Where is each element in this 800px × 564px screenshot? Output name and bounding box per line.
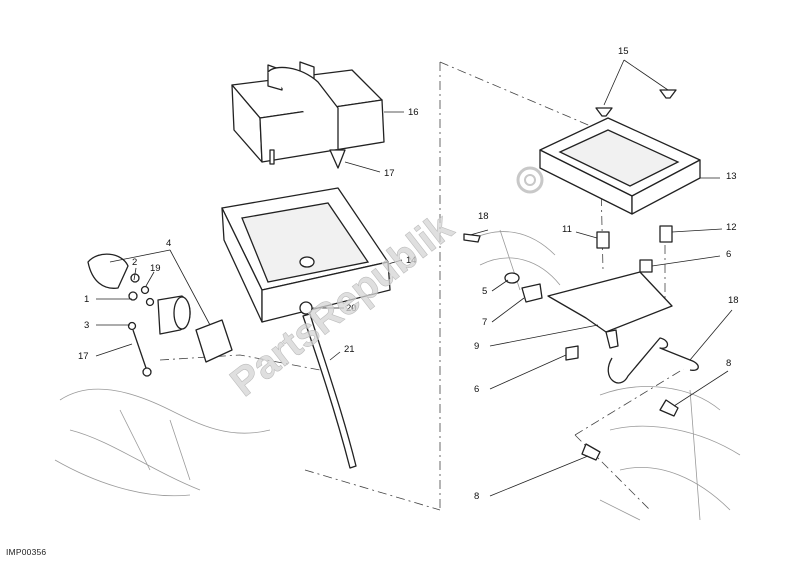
screw-lower xyxy=(581,443,601,461)
callout-9: 9 xyxy=(474,341,479,352)
callout-10-left: 11 xyxy=(562,224,572,235)
callout-15: 17 xyxy=(384,168,395,179)
callout-8-lower: 8 xyxy=(474,491,479,502)
spring-clip xyxy=(607,337,699,384)
callout-6-upper: 6 xyxy=(726,249,731,260)
callout-12: 14 xyxy=(406,255,417,266)
battery-tray xyxy=(221,187,391,323)
washers-and-nuts xyxy=(128,273,155,307)
rubber-mount-left xyxy=(596,231,610,249)
battery-strap xyxy=(267,66,346,169)
callout-3: 3 xyxy=(84,320,89,331)
callout-11: 13 xyxy=(726,171,737,182)
ground-cable xyxy=(127,321,152,377)
callout-13: 15 xyxy=(618,46,629,57)
callout-4: 4 xyxy=(166,238,171,249)
support-bracket xyxy=(547,271,673,349)
rubber-mount-right xyxy=(659,225,673,243)
callout-leaders xyxy=(95,59,733,497)
callout-7: 7 xyxy=(482,317,487,328)
callout-14: 16 xyxy=(408,107,419,118)
drawing-code: IMP00356 xyxy=(6,547,47,557)
callout-6-lower: 6 xyxy=(474,384,479,395)
callout-2: 2 xyxy=(132,257,137,268)
holder-screws xyxy=(595,89,677,117)
callout-labels: 16 17 14 20 21 15 13 12 11 6 18 5 7 9 6 … xyxy=(78,46,739,502)
callout-19: 19 xyxy=(150,263,161,274)
vent-hose xyxy=(302,313,357,469)
battery-holder xyxy=(539,117,701,215)
callout-17: 17 xyxy=(78,351,89,362)
screw-upper xyxy=(659,399,679,417)
relay-boot xyxy=(195,319,233,363)
callout-21: 21 xyxy=(344,344,355,355)
bushings-and-spacers xyxy=(463,233,653,361)
starter-cover xyxy=(87,253,129,289)
starter-relay xyxy=(157,295,191,335)
callout-18: 18 xyxy=(728,295,739,306)
watermark-gear-icon xyxy=(516,166,544,194)
callout-5: 5 xyxy=(482,286,487,297)
callout-1: 1 xyxy=(84,294,89,305)
callout-20: 20 xyxy=(346,303,357,314)
callout-16: 18 xyxy=(478,211,489,222)
callout-8-upper: 8 xyxy=(726,358,731,369)
battery-bolt xyxy=(269,149,275,165)
callout-10-right: 12 xyxy=(726,222,737,233)
